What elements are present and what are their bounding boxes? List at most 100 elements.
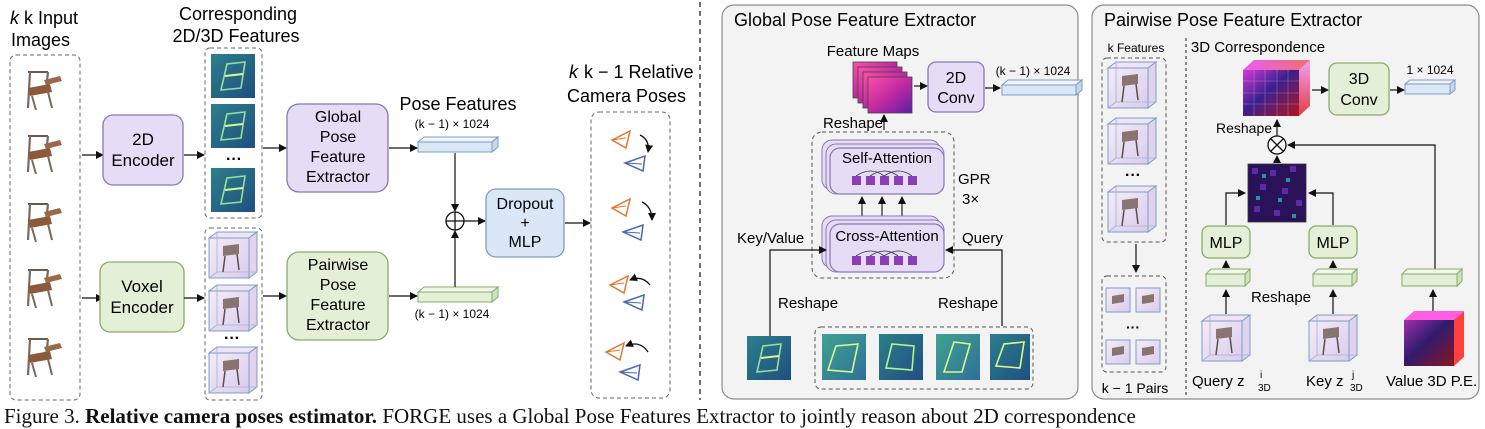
arrow-mlp-left-to-attn — [1225, 189, 1246, 225]
3d-conv-dim: 1 × 1024 — [1406, 63, 1453, 77]
self-attention-dots — [852, 170, 917, 185]
key-caption-sup: j — [1351, 370, 1354, 381]
key-value-label: Key/Value — [737, 230, 804, 247]
reshape-mid-label: Reshape — [1251, 289, 1311, 306]
2d-encoder-box — [102, 114, 184, 186]
3d-conv-label-2: Conv — [1340, 92, 1377, 109]
relative-poses-title: k k − 1 Relative Camera Poses — [567, 62, 694, 106]
relative-title-line1: k − 1 Relative — [584, 62, 694, 82]
2d-conv-label-2: Conv — [937, 90, 974, 107]
arrow-query-to-cross — [945, 246, 1003, 326]
global-output-bar — [1001, 79, 1083, 96]
query-caption-sup: i — [1260, 370, 1262, 381]
mlp-left-label: MLP — [1210, 235, 1243, 252]
relative-title-line2: Camera Poses — [567, 86, 686, 106]
self-attention-label: Self-Attention — [842, 150, 932, 167]
pairs-ellipsis: ··· — [1126, 319, 1140, 335]
gpr-block — [811, 131, 955, 279]
global-pose-feature-bar — [417, 136, 499, 153]
correspondence-label: 3D Correspondence — [1191, 39, 1325, 56]
global-panel-title: Global Pose Feature Extractor — [734, 10, 976, 30]
2d-encoder-label-1: 2D — [132, 130, 154, 149]
mlp-right-label: MLP — [1317, 235, 1350, 252]
pairwise-output-bar — [1403, 78, 1457, 96]
caption-prefix: Figure 3. — [4, 404, 86, 428]
pairwise-extractor-label-3: Feature — [310, 297, 365, 314]
value-token-bar — [1400, 267, 1464, 288]
dropout-label: Dropout — [497, 196, 554, 213]
3d-conv-box — [1328, 62, 1390, 116]
2d-features-ellipsis: ··· — [226, 151, 242, 168]
features-title-line1: Corresponding — [179, 4, 297, 24]
pairwise-extractor-label-2: Pose — [320, 277, 357, 294]
2d-features-group — [204, 47, 263, 219]
input-images-title: k k Input Images — [10, 8, 78, 50]
2d-conv-box — [927, 61, 985, 113]
chair-image-5 — [26, 337, 64, 379]
reshape-top-label: Reshape — [823, 115, 883, 132]
sum-operator-icon — [445, 211, 465, 231]
figure-caption: Figure 3. Relative camera poses estimato… — [4, 404, 1482, 429]
k-features-group — [1101, 57, 1167, 243]
mlp-left-box — [1201, 225, 1251, 259]
pose-features-dim-top: (k − 1) × 1024 — [415, 117, 490, 131]
query-features-group — [814, 326, 1034, 390]
value-caption-label: Value 3D P.E. — [1386, 373, 1477, 390]
2d-feature-thumb-2 — [210, 103, 256, 149]
plus-label: + — [520, 215, 529, 232]
cross-attention-label: Cross-Attention — [835, 228, 938, 245]
voxel-feature-1 — [208, 231, 258, 279]
pose-features-dim-bottom: (k − 1) × 1024 — [415, 307, 490, 321]
mlp-label: MLP — [509, 234, 542, 251]
query-caption-label: Query z — [1192, 373, 1245, 390]
voxel-feature-3 — [208, 346, 258, 394]
key-caption-sub: 3D — [1350, 383, 1363, 394]
voxel-encoder-label-1: Voxel — [121, 277, 163, 296]
reshape-right-label: Reshape — [938, 295, 998, 312]
dropout-mlp-box — [485, 188, 565, 258]
voxel-encoder-box — [99, 261, 185, 333]
caption-rest: FORGE uses a Global Pose Features Extrac… — [377, 404, 1136, 428]
arrow-value-to-product — [1287, 141, 1436, 270]
global-extractor-label-3: Feature — [310, 149, 365, 166]
3d-conv-label-1: 3D — [1349, 71, 1369, 88]
chair-image-4 — [26, 268, 64, 310]
svg-text:k: k — [569, 62, 579, 82]
svg-text:k: k — [10, 8, 20, 28]
k-pairs-group — [1101, 275, 1167, 373]
pairwise-extractor-label-1: Pairwise — [308, 257, 369, 274]
global-extractor-label-4: Extractor — [306, 169, 371, 186]
2d-feature-thumb-1 — [210, 53, 256, 99]
k-features-ellipsis: ··· — [1125, 167, 1141, 184]
arrow-mlp-right-to-attn — [1308, 189, 1334, 225]
2d-feature-thumb-3 — [210, 167, 256, 213]
feature-maps-stack — [852, 61, 913, 114]
attention-map — [1247, 163, 1307, 223]
query-caption-sub: 3D — [1258, 383, 1271, 394]
voxel-encoder-label-2: Encoder — [110, 298, 174, 317]
k-feature-cube-3 — [1107, 185, 1157, 233]
global-extractor-label-2: Pose — [320, 129, 357, 146]
gpr-repeat-label: 3× — [962, 191, 979, 208]
k-pairs-label: k − 1 Pairs — [1102, 380, 1169, 396]
positional-encoding-cube — [1404, 311, 1464, 366]
pairwise-extractor-box — [286, 251, 389, 341]
query-voxel-cube — [1201, 314, 1251, 362]
voxel-feature-2 — [208, 284, 258, 332]
k-feature-cube-1 — [1107, 61, 1157, 109]
query-label: Query — [962, 230, 1003, 247]
pairwise-panel-title: Pairwise Pose Feature Extractor — [1104, 10, 1362, 30]
key-voxel-cube — [1308, 314, 1358, 362]
k-feature-cube-2 — [1107, 117, 1157, 165]
camera-pose-3 — [609, 273, 651, 311]
camera-poses-group — [590, 111, 671, 399]
chair-image-1 — [26, 70, 64, 112]
correspondence-cube — [1243, 60, 1310, 116]
self-attention-box — [821, 139, 945, 195]
global-input-feature — [746, 335, 792, 381]
key-caption: Key z j 3D — [1306, 370, 1363, 394]
chair-image-2 — [26, 134, 64, 176]
query-caption: Query z i 3D — [1192, 370, 1271, 394]
mlp-right-box — [1308, 225, 1358, 259]
